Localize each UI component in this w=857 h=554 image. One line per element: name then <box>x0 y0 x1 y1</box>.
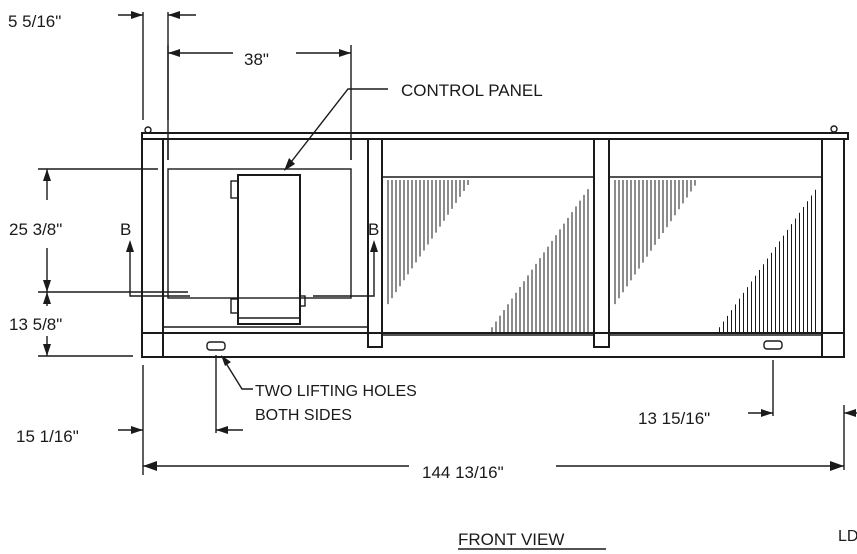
lifting-hole-right <box>763 340 783 350</box>
dim-overall-length-label: 144 13/16" <box>422 463 504 482</box>
dim-vertical <box>38 168 188 357</box>
section-marker-right: B <box>368 220 379 239</box>
lifting-holes-label-line2: BOTH SIDES <box>255 407 352 424</box>
control-panel-box <box>237 174 301 325</box>
section-marker-left: B <box>120 220 131 239</box>
unit-frame <box>141 125 849 358</box>
dim-panel-width <box>167 45 352 160</box>
dim-overall-length <box>143 461 844 471</box>
dim-right-offset-label: 13 15/16" <box>638 409 710 428</box>
dim-lower-height-label: 13 5/8" <box>9 315 62 334</box>
dim-upper-height-label: 25 3/8" <box>9 220 62 239</box>
view-title: FRONT VIEW <box>458 530 564 549</box>
lifting-holes-leader <box>221 355 253 390</box>
corner-code: LD <box>838 528 857 545</box>
section-marker-left-arrow <box>126 240 190 297</box>
control-panel-label: CONTROL PANEL <box>401 81 543 100</box>
lifting-hole-left <box>206 341 226 351</box>
control-panel-leader <box>284 88 388 171</box>
lifting-holes-label-line1: TWO LIFTING HOLES <box>255 383 417 400</box>
dim-top-offset <box>118 11 196 120</box>
coil-section-left <box>382 176 594 336</box>
dim-panel-width-label: 38" <box>244 50 269 69</box>
coil-section-right <box>609 176 822 336</box>
dim-left-offset <box>118 355 243 475</box>
section-marker-right-arrow <box>313 240 378 297</box>
dim-right-offset <box>748 360 857 470</box>
dim-top-offset-label: 5 5/16" <box>8 12 61 31</box>
dim-left-offset-label: 15 1/16" <box>16 427 79 446</box>
